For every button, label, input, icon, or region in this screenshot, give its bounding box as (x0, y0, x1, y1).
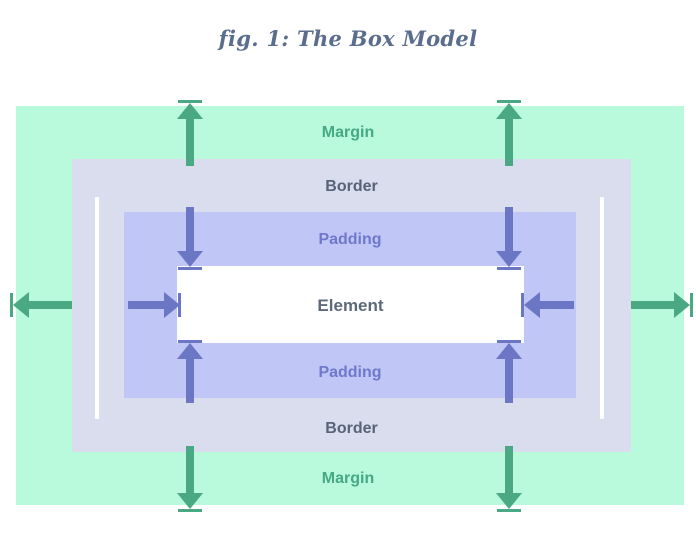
margin-arrow-right (631, 292, 693, 318)
margin-arrow-left (10, 292, 72, 318)
margin-arrow-up-left (177, 100, 203, 166)
padding-arrow-up-right (496, 340, 522, 403)
margin-arrow-up-right (496, 100, 522, 166)
border-label-bottom: Border (72, 419, 631, 439)
padding-label-bottom: Padding (318, 364, 382, 381)
padding-arrow-down-left (177, 207, 203, 270)
padding-arrow-down-right (496, 207, 522, 270)
margin-label-bottom: Margin (321, 470, 375, 487)
figure-title: fig. 1: The Box Model (218, 26, 478, 51)
border-guide-line-right (600, 184, 604, 429)
element-label: Element (317, 296, 384, 315)
border-label-top: Border (72, 177, 631, 197)
padding-arrow-up-left (177, 340, 203, 403)
margin-label-top: Margin (321, 124, 375, 141)
margin-arrow-down-left (177, 446, 203, 512)
border-guide-line-left (95, 184, 99, 429)
padding-arrow-left (521, 292, 574, 318)
margin-arrow-down-right (496, 446, 522, 512)
border-label-top-text: Border (311, 178, 392, 196)
padding-arrow-right (128, 292, 181, 318)
padding-label-top: Padding (318, 231, 382, 248)
element-region (177, 266, 524, 343)
border-label-bottom-text: Border (311, 420, 392, 438)
